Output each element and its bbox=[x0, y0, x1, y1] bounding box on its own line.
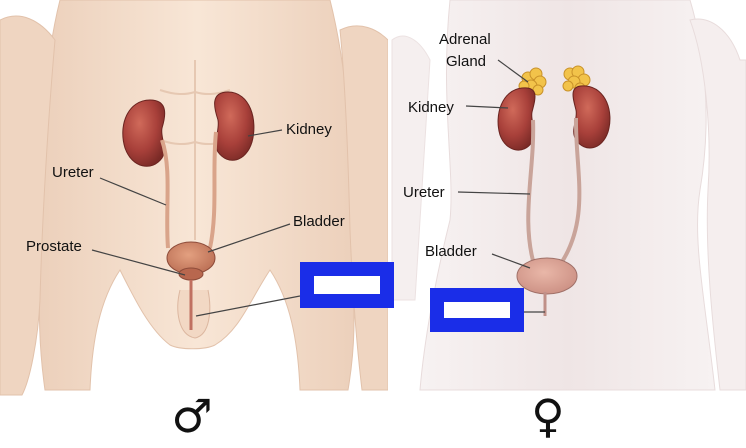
male-bladder-label: Bladder bbox=[293, 213, 345, 230]
female-right-ureter bbox=[556, 117, 582, 270]
female-left-ureter bbox=[526, 119, 537, 269]
male-prostate-label: Prostate bbox=[26, 238, 82, 255]
panel-divider bbox=[388, 0, 392, 448]
male-figure: Kidney Ureter Bladder Prostate ♂ bbox=[0, 0, 389, 443]
female-ureter-label: Ureter bbox=[403, 184, 445, 201]
male-right-ureter bbox=[208, 131, 218, 249]
female-leader-lines bbox=[457, 59, 545, 313]
male-prostate-leader bbox=[91, 249, 186, 276]
male-ureter-label: Ureter bbox=[52, 164, 94, 181]
male-left-arm bbox=[0, 15, 56, 396]
male-genital bbox=[177, 289, 211, 339]
male-kidney-leader bbox=[247, 129, 283, 137]
female-symbol: ♀ bbox=[531, 389, 565, 443]
female-bladder-label: Bladder bbox=[425, 243, 477, 260]
female-figure: Adrenal Gland Kidney Ureter Bladder ♀ bbox=[391, 0, 746, 443]
male-ureter-leader bbox=[99, 177, 167, 206]
female-kidney-leader bbox=[465, 105, 509, 109]
male-right-kidney bbox=[214, 91, 255, 161]
male-ab-lines bbox=[159, 60, 231, 240]
female-adrenal-label-line2: Gland bbox=[446, 53, 486, 70]
female-bladder bbox=[516, 257, 578, 295]
male-urethra-leader bbox=[195, 295, 301, 317]
male-leader-lines bbox=[91, 129, 301, 317]
female-adrenal-leader bbox=[497, 59, 529, 83]
male-kidney-label: Kidney bbox=[286, 121, 332, 138]
female-right-arm bbox=[689, 18, 746, 391]
male-left-kidney bbox=[122, 99, 166, 167]
female-kidney-label: Kidney bbox=[408, 99, 454, 116]
female-adrenal-label-line1: Adrenal bbox=[439, 31, 491, 48]
female-left-arm bbox=[391, 35, 431, 301]
male-left-ureter bbox=[160, 139, 170, 249]
male-bladder-leader bbox=[207, 223, 291, 253]
female-bladder-leader bbox=[491, 253, 531, 269]
redaction-box-male-urethra bbox=[300, 262, 394, 308]
male-symbol: ♂ bbox=[171, 389, 212, 443]
female-ureter-leader bbox=[457, 191, 531, 195]
redaction-box-female-urethra bbox=[430, 288, 524, 332]
